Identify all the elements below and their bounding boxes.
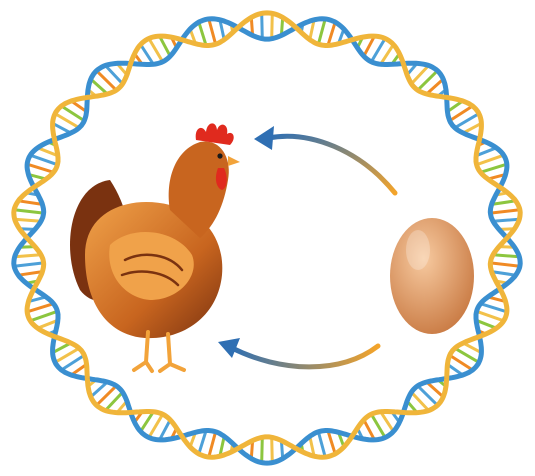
dna-base-pair: [328, 431, 335, 454]
arrow-hen-to-egg: [268, 136, 395, 193]
dna-base-pair: [14, 263, 43, 266]
dna-base-pair: [318, 432, 325, 457]
dna-base-pair: [30, 155, 57, 165]
cycle-arrows: [218, 126, 395, 367]
dna-base-pair: [14, 210, 43, 213]
dna-base-pair: [381, 45, 394, 65]
dna-base-pair: [199, 22, 206, 45]
hen-icon: [70, 123, 240, 371]
dna-base-pair: [91, 382, 108, 397]
arrow-head-top-icon: [254, 126, 274, 150]
dna-base-pair: [318, 19, 325, 44]
dna-base-pair: [141, 45, 154, 65]
dna-base-pair: [15, 255, 41, 257]
dna-base-pair: [30, 311, 57, 321]
dna-base-pair: [262, 13, 263, 38]
dna-base-pair: [493, 255, 519, 257]
dna-base-pair: [199, 431, 206, 454]
dna-base-pair: [381, 412, 394, 432]
dna-base-pair: [328, 22, 335, 45]
dna-base-pair: [490, 263, 519, 266]
dna-base-pair: [427, 79, 444, 94]
egg-icon: [390, 218, 474, 334]
arrow-egg-to-hen: [232, 346, 378, 367]
dna-base-pair: [27, 164, 53, 172]
dna-base-pair: [427, 382, 444, 397]
dna-base-pair: [209, 432, 216, 457]
dna-base-pair: [272, 437, 273, 462]
dna-base-pair: [481, 304, 507, 312]
dna-base-pair: [15, 219, 41, 221]
dna-base-pair: [493, 219, 519, 221]
dna-base-pair: [481, 164, 507, 172]
dna-base-pair: [272, 13, 273, 38]
dna-base-pair: [477, 311, 504, 321]
dna-base-pair: [490, 210, 519, 213]
dna-base-pair: [141, 412, 154, 432]
dna-base-pair: [91, 79, 108, 94]
dna-base-pair: [27, 304, 53, 312]
dna-base-pair: [209, 19, 216, 44]
dna-base-pair: [477, 155, 504, 165]
dna-base-pair: [262, 437, 263, 462]
